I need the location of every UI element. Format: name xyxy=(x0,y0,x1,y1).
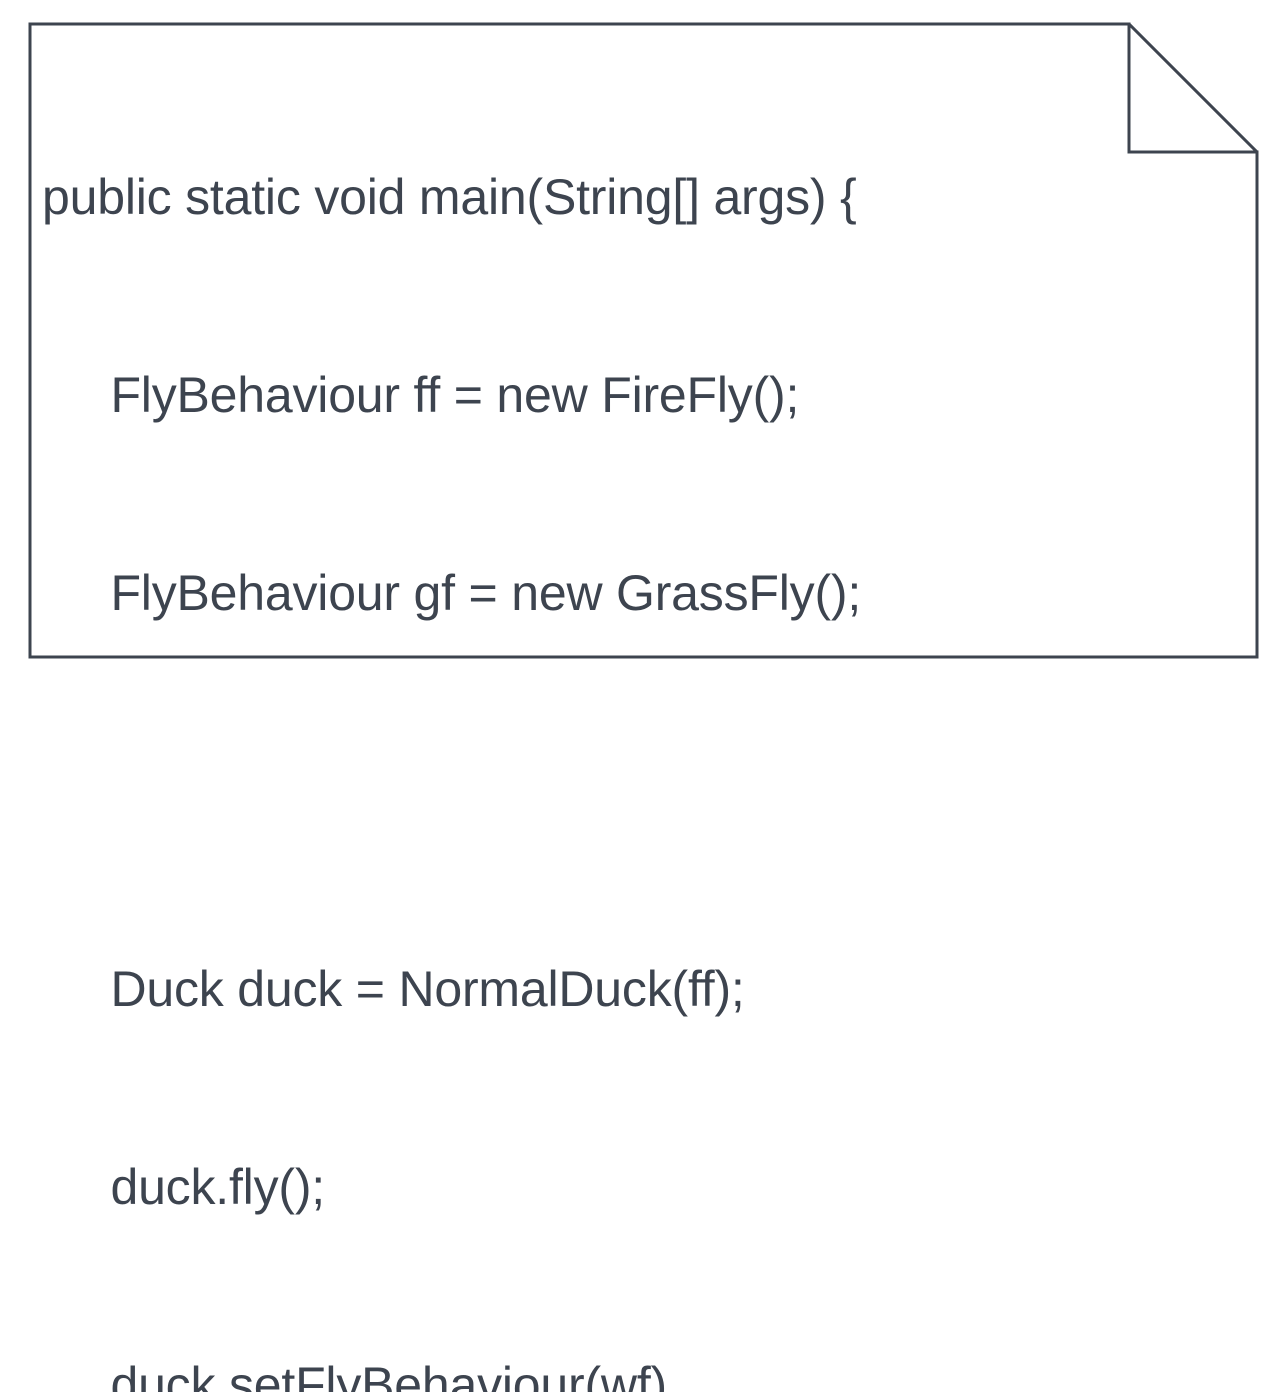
code-line: duck.setFlyBehaviour(wf) xyxy=(42,1357,667,1392)
folded-corner-note-outline xyxy=(28,22,1259,659)
note-canvas: public static void main(String[] args) {… xyxy=(28,22,1259,1392)
note-fold-flap-path xyxy=(1127,22,1259,154)
code-line: duck.fly(); xyxy=(42,1159,325,1215)
note-body-path xyxy=(28,22,1259,659)
code-line: public static void main(String[] args) { xyxy=(42,169,857,225)
code-line-blank xyxy=(42,758,1222,824)
code-snippet: public static void main(String[] args) {… xyxy=(42,32,1222,1392)
code-line: FlyBehaviour ff = new FireFly(); xyxy=(42,367,800,423)
code-line: FlyBehaviour gf = new GrassFly(); xyxy=(42,565,862,621)
code-line: Duck duck = NormalDuck(ff); xyxy=(42,961,745,1017)
